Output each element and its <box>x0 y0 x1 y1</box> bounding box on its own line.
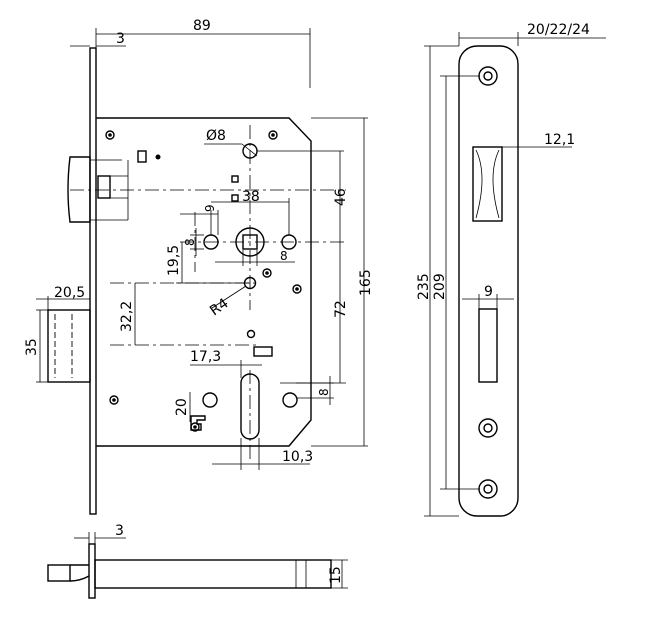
dim-165: 165 <box>358 269 374 296</box>
dim-8-cyl: 8 <box>317 388 331 396</box>
bottom-view <box>47 543 332 599</box>
dim-46: 46 <box>333 188 349 206</box>
faceplate-dimensions: 20/22/24 235 209 12,1 9 <box>416 22 606 517</box>
dim-8-right: 8 <box>280 249 288 263</box>
dim-10-3: 10,3 <box>282 449 313 465</box>
latch-bolt <box>67 156 129 223</box>
dim-19-5: 19,5 <box>166 245 182 276</box>
dead-bolt <box>47 309 91 383</box>
dim-32-2: 32,2 <box>119 301 135 332</box>
dim-9-top: 9 <box>203 204 217 212</box>
cyl-right-hole <box>282 392 298 408</box>
dim-3-top: 3 <box>116 31 125 47</box>
dim-r4: R4 <box>207 295 232 319</box>
bottom-case <box>94 559 332 589</box>
dim-9-strike: 9 <box>484 284 493 300</box>
bottom-dimensions: 3 15 <box>74 523 348 589</box>
dim-8-left: 8 <box>183 238 197 246</box>
dim-17-3: 17,3 <box>190 349 221 365</box>
case-screw-holes <box>105 130 302 432</box>
dim-3-bottom: 3 <box>115 523 124 539</box>
dim-phi8: Ø8 <box>206 128 226 144</box>
lock-body-front-view <box>47 47 346 515</box>
dim-72: 72 <box>333 300 349 318</box>
dim-15: 15 <box>328 566 344 584</box>
cyl-left-hole <box>202 392 218 408</box>
deadbolt-opening <box>478 308 498 383</box>
faceplate-outline <box>458 45 519 517</box>
dim-38: 38 <box>242 189 260 205</box>
faceplate-front <box>89 47 97 515</box>
dim-235: 235 <box>416 273 432 300</box>
dim-20-5: 20,5 <box>54 285 85 301</box>
latch-opening <box>472 146 503 222</box>
dim-12-1: 12,1 <box>544 132 575 148</box>
dim-209: 209 <box>432 273 448 300</box>
dim-89: 89 <box>193 18 211 34</box>
front-dimensions: 89 3 Ø8 46 38 9 8 8 19,5 <box>24 18 374 470</box>
dim-20-22-24: 20/22/24 <box>527 22 590 38</box>
dim-35: 35 <box>24 338 40 356</box>
dim-20-cyl: 20 <box>174 398 190 416</box>
euro-cylinder-cutout <box>240 373 260 440</box>
lock-case-outline <box>96 117 312 447</box>
faceplate-side-view <box>458 45 519 517</box>
